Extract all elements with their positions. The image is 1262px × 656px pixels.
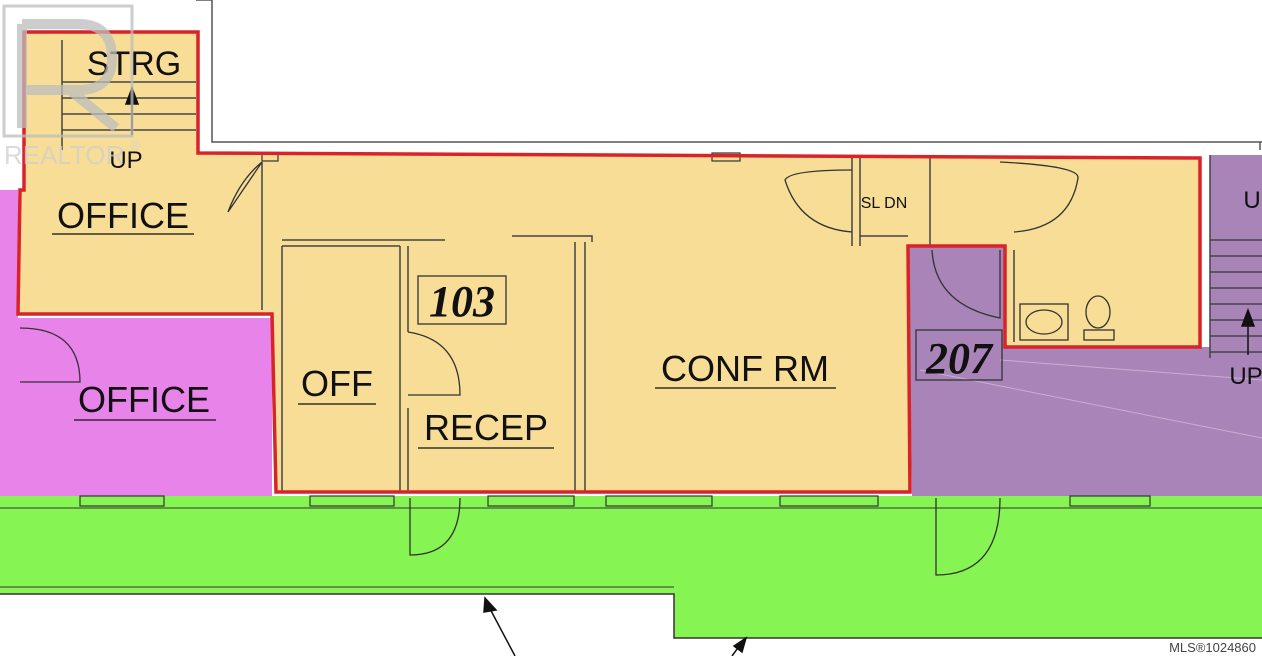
- toilet-icon: [1085, 295, 1111, 329]
- unit-207-line: [919, 369, 1262, 439]
- room-label-storage: STRG: [87, 45, 181, 83]
- realtor-watermark-text: REALTOR: [4, 140, 124, 170]
- room-label-stair-u-right: U: [1243, 187, 1260, 214]
- unit-103-area: [18, 32, 1200, 492]
- realtor-watermark: REALTOR ®: [2, 4, 141, 170]
- building-outline: [196, 0, 1262, 143]
- room-label-recep: RECEP: [424, 407, 548, 448]
- room-label-office-top: OFFICE: [57, 195, 189, 236]
- mls-number: MLS®1024860: [1169, 640, 1256, 655]
- washroom-fixtures: [1019, 295, 1115, 341]
- corridor-extension: [674, 594, 1262, 638]
- realtor-logo-icon: [2, 4, 134, 138]
- windows: [79, 152, 1151, 507]
- room-label-conf: CONF RM: [661, 348, 829, 389]
- doors: [19, 161, 1079, 576]
- room-label-off: OFF: [301, 363, 373, 404]
- entry-arrow-icon: [487, 604, 516, 656]
- unit-207-label: 207: [925, 334, 994, 383]
- unit-103-boundary: [16, 30, 1202, 494]
- unit-207-line-2: [999, 359, 1262, 381]
- unit-103-label: 103: [429, 277, 495, 326]
- unit-103-box: [417, 275, 507, 325]
- corridor-outline: [0, 593, 1262, 639]
- unit-207-area: [908, 246, 1262, 496]
- realtor-watermark-mark: ®: [130, 137, 141, 153]
- room-label-sl-dn: SL DN: [861, 195, 908, 212]
- room-label-stair-up-left: UP: [109, 147, 142, 174]
- room-label-stair-up-right: UP: [1229, 363, 1262, 390]
- room-label-office-left: OFFICE: [78, 379, 210, 420]
- corridor-area: [0, 496, 1262, 594]
- unit-207-box: [915, 329, 1003, 381]
